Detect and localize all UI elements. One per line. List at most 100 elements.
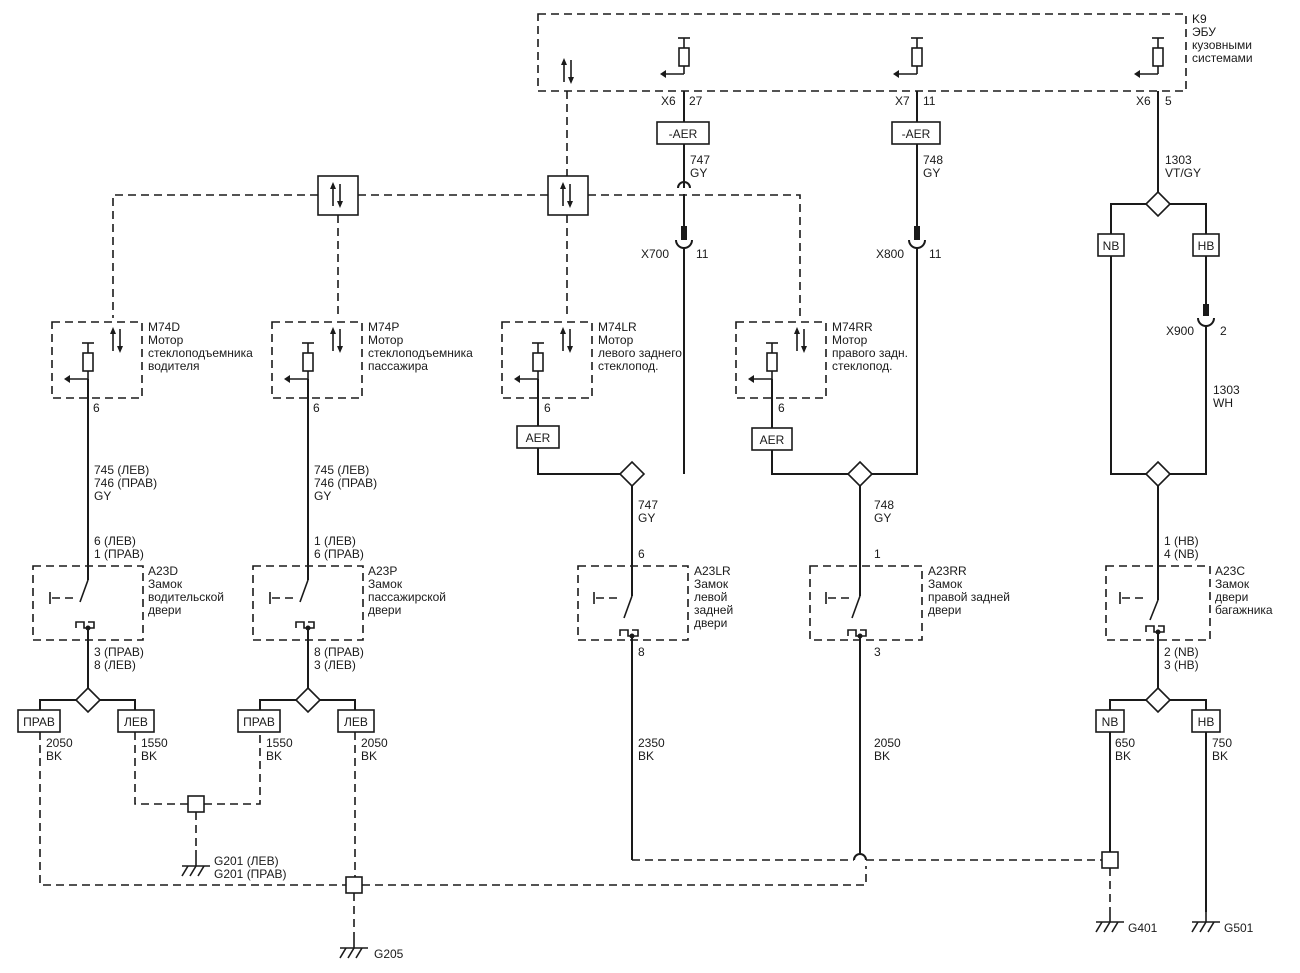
lock-line: Замок — [148, 577, 183, 591]
lock-a23lr: 6 A23LR Замок левой задней двери 8 — [577, 547, 733, 860]
feed-trunk: 1303 VT/GY NB HB X900 2 1303 WH — [1097, 91, 1240, 600]
motor-line: Мотор — [832, 333, 868, 347]
motor-m74lr: AER M74LR Мотор левого заднего стеклопод… — [501, 320, 682, 475]
motor-line: левого заднего — [598, 346, 682, 360]
lock-ref: A23D — [148, 564, 178, 578]
aer-tag-label: -AER — [669, 127, 698, 141]
motor-symbol-icon — [63, 342, 95, 384]
aer-tag-label: AER — [526, 431, 551, 445]
lock-line: двери — [694, 616, 727, 630]
motor-pin: 6 — [544, 401, 551, 415]
ground-wire-labels: 2050 BK 1550 BK 1550 BK 2050 BK 2350 BK … — [46, 736, 1232, 763]
connector-pin: 2 — [1220, 324, 1227, 338]
splice-diamond — [294, 686, 322, 714]
wire-label: 745 (ЛЕВ) — [314, 463, 369, 477]
splice-diamond — [618, 460, 646, 488]
aer-tag-label: -AER — [902, 127, 931, 141]
lock-pin-label: 4 (NB) — [1164, 547, 1199, 561]
k9-pin-num: 5 — [1165, 94, 1172, 108]
ground-icon — [181, 865, 211, 877]
wire-label: 2350 — [638, 736, 665, 750]
motor-line: водителя — [148, 359, 200, 373]
motor-symbol-icon — [513, 342, 545, 384]
motor-pin: 6 — [778, 401, 785, 415]
wire-label: BK — [638, 749, 654, 763]
wire-label: GY — [314, 489, 331, 503]
k9-outline — [537, 13, 1187, 92]
wire-label: 747 — [690, 153, 710, 167]
lock-a23rr: 1 A23RR Замок правой задней двери 3 — [809, 547, 1010, 854]
front-ground-splits: ПРАВ ЛЕВ ПРАВ ЛЕВ — [17, 686, 375, 733]
wire-label: 1303 — [1213, 383, 1240, 397]
ground-splice — [187, 795, 205, 813]
motor-line: Мотор — [598, 333, 634, 347]
control-links — [112, 91, 801, 318]
up-down-arrows-icon — [329, 326, 344, 354]
motor-line: стеклоподъемника — [148, 346, 253, 360]
wire-label: BK — [141, 749, 157, 763]
prav-tag — [17, 709, 61, 733]
ground-label: G501 — [1224, 921, 1254, 935]
up-down-arrows-icon — [109, 326, 124, 354]
wire-label: BK — [266, 749, 282, 763]
splice-diamond — [846, 460, 874, 488]
up-down-arrows-icon — [560, 57, 575, 85]
lock-pin-label: 6 — [638, 547, 645, 561]
grounds: G201 (ЛЕВ) G201 (ПРАВ) G205 G401 G501 — [181, 850, 1254, 961]
motor-line: стеклоподъемника — [368, 346, 473, 360]
motor-outline — [271, 321, 363, 399]
motor-pin: 6 — [93, 401, 100, 415]
wire-label: 1550 — [266, 736, 293, 750]
rear-splices — [618, 460, 874, 596]
wire-label: GY — [690, 166, 707, 180]
wire-label: 2050 — [46, 736, 73, 750]
motor-symbol-icon — [747, 342, 779, 384]
lock-line: левой — [694, 590, 727, 604]
wire-label: 1303 — [1165, 153, 1192, 167]
lock-line: Замок — [694, 577, 729, 591]
connector-label: X900 — [1166, 324, 1194, 338]
motor-symbol-icon — [283, 342, 315, 384]
lock-ref: A23P — [368, 564, 397, 578]
lev-tag-label: ЛЕВ — [124, 715, 148, 729]
motor-m74p: M74P Мотор стеклоподъемника пассажира 6 — [271, 320, 473, 580]
trunk-ground-split: NB HB — [1095, 686, 1221, 912]
lock-a23c: 1 (HB) 4 (NB) A23C Замок двери багажника… — [1105, 534, 1273, 688]
window-switch-front — [317, 175, 359, 216]
splice-diamond — [1144, 686, 1172, 714]
ground-splice — [1101, 851, 1119, 869]
wire-label: 750 — [1212, 736, 1232, 750]
lev-tag — [117, 709, 155, 733]
lock-pin-label: 2 (NB) — [1164, 645, 1199, 659]
motor-line: пассажира — [368, 359, 428, 373]
lock-line: Замок — [928, 577, 963, 591]
up-down-arrows-icon — [559, 326, 574, 354]
motor-m74d: M74D Мотор стеклоподъемника водителя 6 — [51, 320, 253, 580]
lock-pin-label: 6 (ПРАВ) — [314, 547, 364, 561]
lock-ref: A23C — [1215, 564, 1245, 578]
lock-line: багажника — [1215, 603, 1273, 617]
lock-ref: A23RR — [928, 564, 967, 578]
motor-ref: M74P — [368, 320, 399, 334]
splice-diamond — [74, 686, 102, 714]
wire-label: BK — [46, 749, 62, 763]
ground-icon — [339, 947, 369, 959]
ground-label: G401 — [1128, 921, 1158, 935]
k9-pin-conn: X6 — [661, 94, 676, 108]
motor-line: правого задн. — [832, 346, 908, 360]
prav-tag-label: ПРАВ — [243, 715, 275, 729]
nb-tag-label: NB — [1102, 715, 1119, 729]
k9-pin-conn: X6 — [1136, 94, 1151, 108]
lock-a23p: 1 (ЛЕВ) 6 (ПРАВ) A23P Замок пассажирской… — [252, 534, 446, 690]
k9-line-3: системами — [1192, 51, 1253, 65]
ground-label: G205 — [374, 947, 404, 961]
lock-pin-label: 1 (ЛЕВ) — [314, 534, 356, 548]
lock-pin-label: 3 (ЛЕВ) — [314, 658, 356, 672]
wire-label: 2050 — [361, 736, 388, 750]
splice-diamond — [1144, 190, 1172, 218]
wire-label: 748 — [923, 153, 943, 167]
lock-line: двери — [1215, 590, 1248, 604]
ground-label: G201 (ПРАВ) — [214, 867, 287, 881]
wire-label: WH — [1213, 396, 1233, 410]
